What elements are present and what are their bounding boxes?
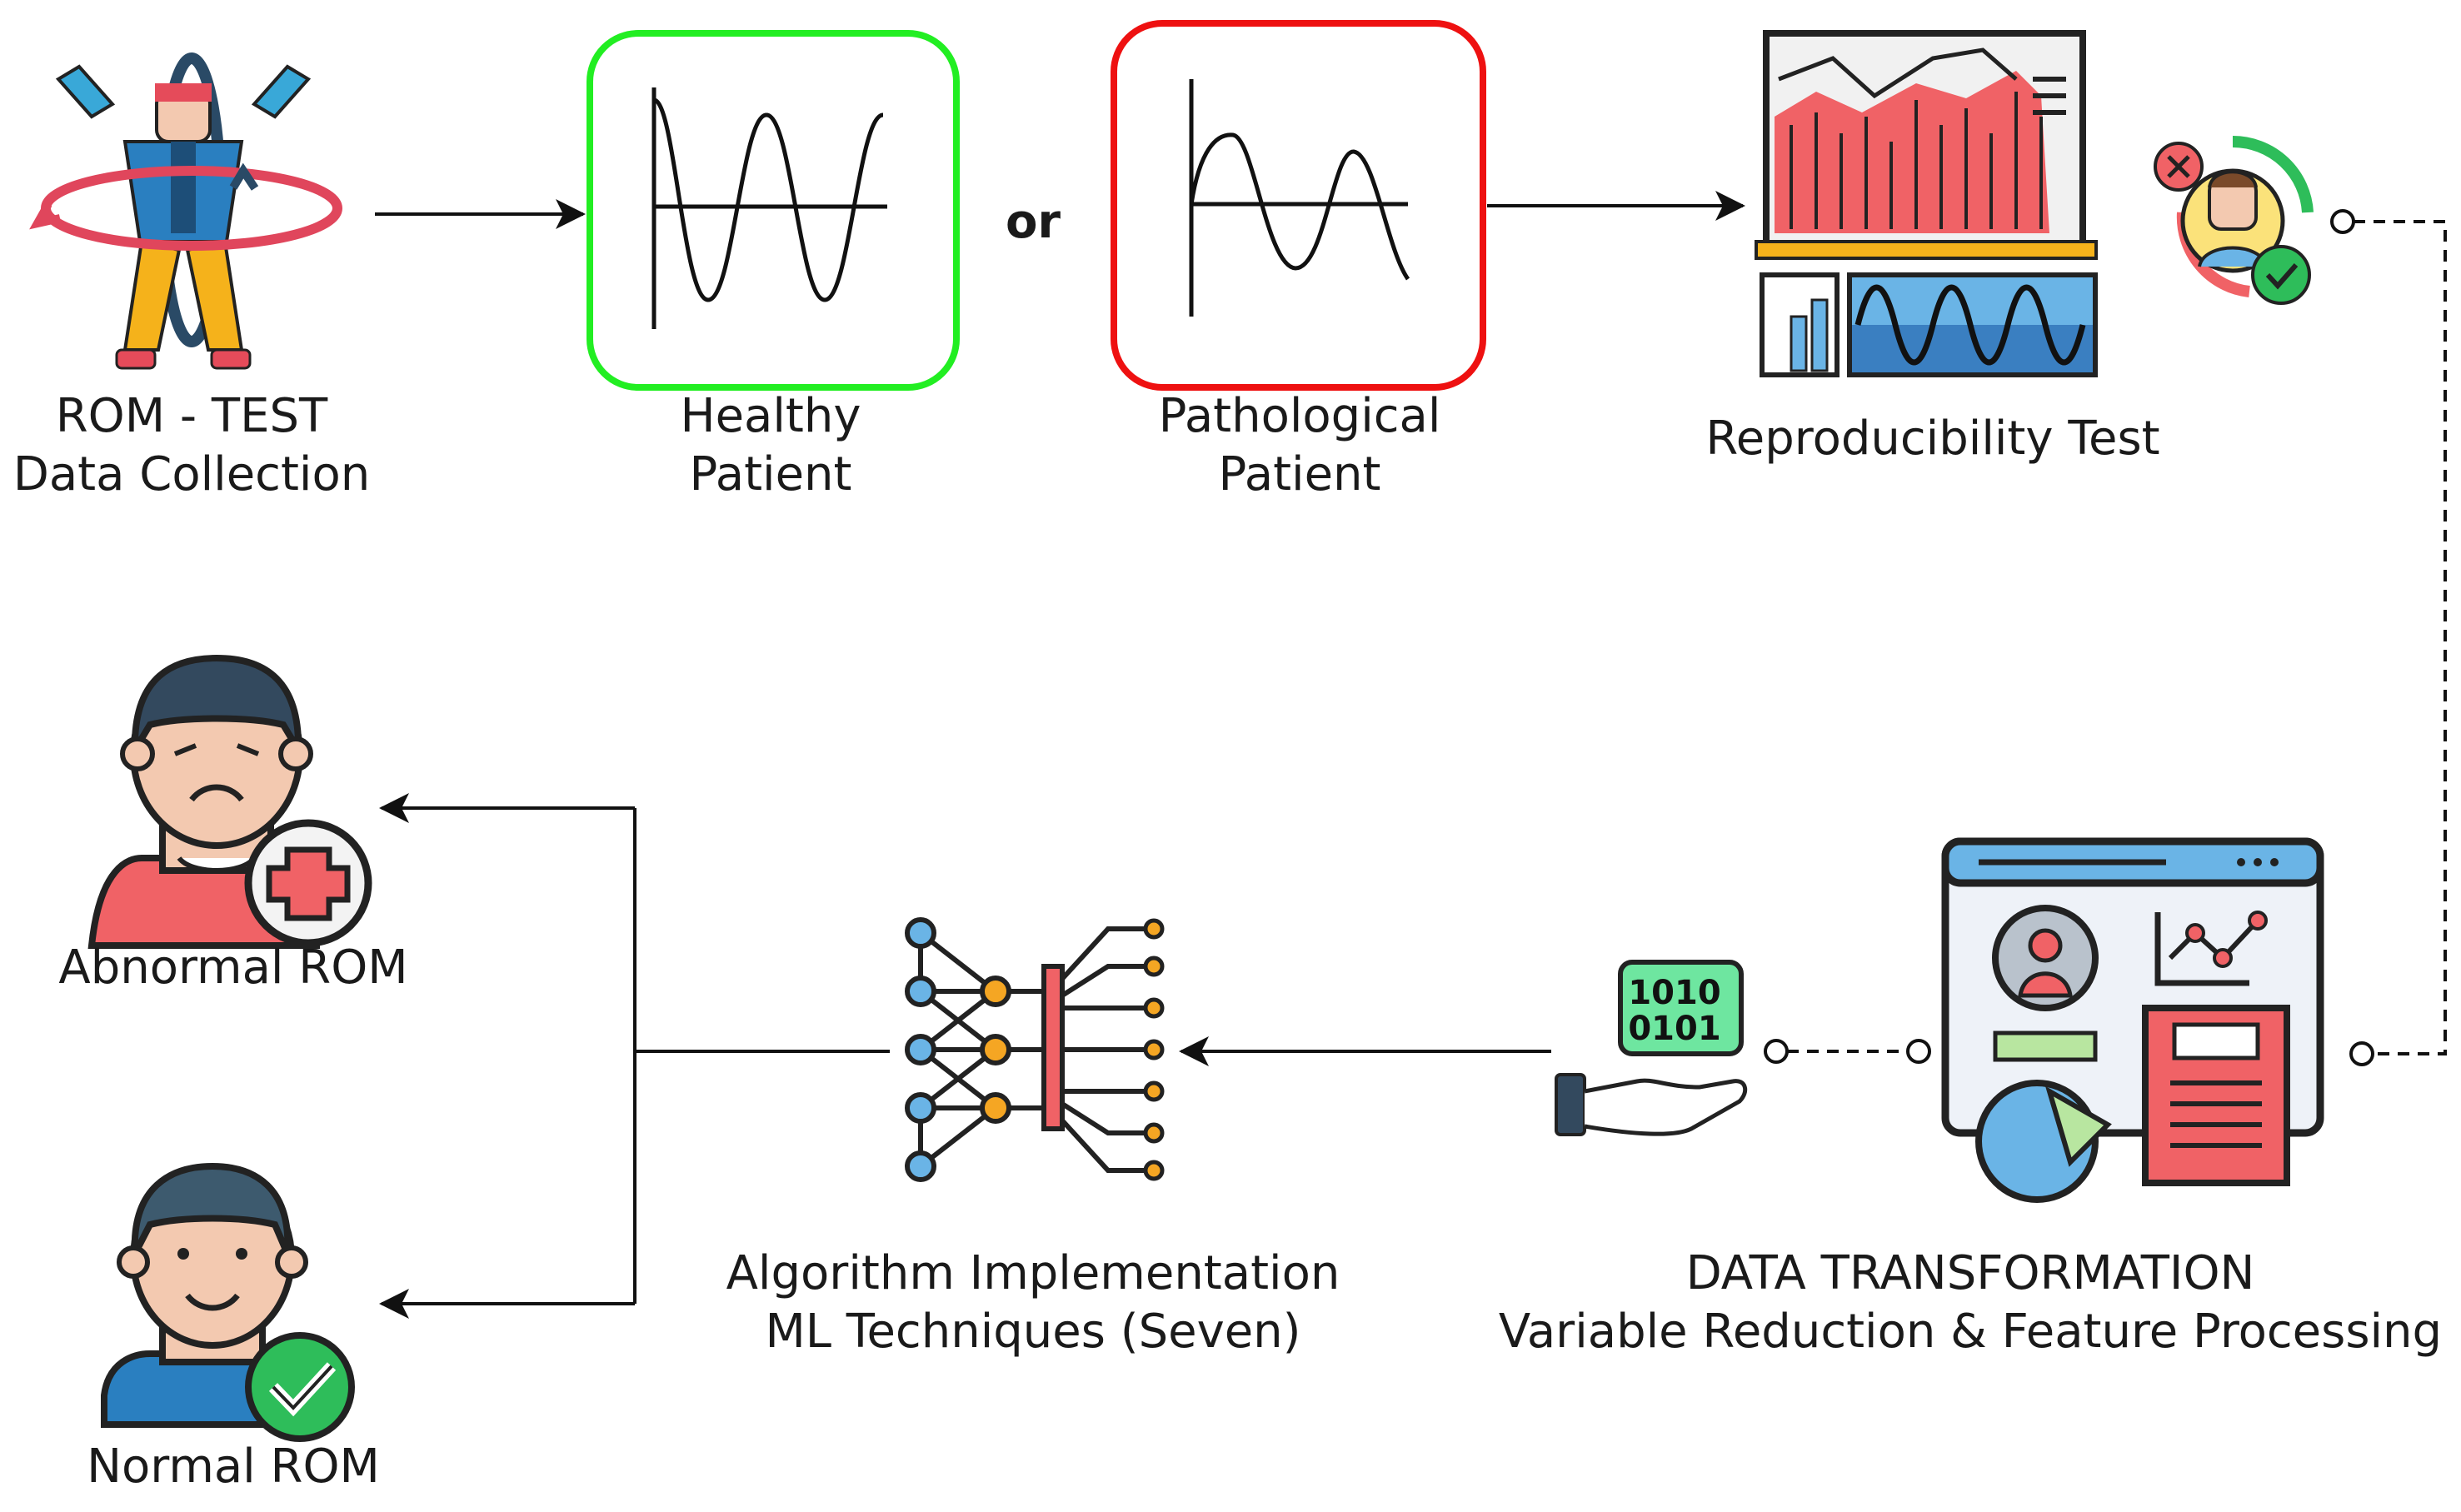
dashed-connector-right	[2354, 220, 2447, 1055]
algorithm-label: Algorithm Implementation ML Techniques (…	[691, 1245, 1375, 1361]
rom-test-line-2: Data Collection	[12, 447, 371, 502]
reproducibility-line: Reproducibility Test	[1705, 412, 2160, 466]
happy-patient-icon	[101, 1162, 355, 1442]
connector-node	[2330, 209, 2355, 234]
abnormal-line: Abnormal ROM	[58, 941, 408, 995]
algorithm-line-2: ML Techniques (Seven)	[765, 1305, 1301, 1359]
or-label: or	[1006, 195, 1061, 249]
healthy-line-2: Patient	[689, 447, 852, 502]
normal-rom-label: Normal ROM	[33, 1438, 433, 1496]
rotation-figure-icon	[29, 52, 342, 370]
healthy-line-1: Healthy	[680, 389, 861, 443]
pathological-signal-icon	[1111, 20, 1486, 391]
pathological-patient-label: Pathological Patient	[1112, 387, 1487, 504]
algorithm-line-1: Algorithm Implementation	[726, 1246, 1340, 1300]
sad-patient-icon	[87, 654, 372, 949]
neural-network-icon	[905, 917, 1165, 1182]
connector-node	[1906, 1039, 1931, 1064]
healthy-patient-label: Healthy Patient	[583, 387, 958, 504]
pathological-line-2: Patient	[1218, 447, 1381, 502]
reproducibility-test-label: Reproducibility Test	[1666, 410, 2199, 468]
chart-board-icon	[1755, 30, 2098, 377]
abnormal-rom-label: Abnormal ROM	[33, 939, 433, 997]
normal-line: Normal ROM	[87, 1440, 380, 1494]
data-dashboard-icon	[1941, 837, 2324, 1203]
rom-test-label: ROM - TEST Data Collection	[0, 387, 383, 504]
binary-line-1: 1010	[1628, 974, 1720, 1012]
connectors	[375, 191, 2447, 1319]
connector-node	[2349, 1041, 2374, 1066]
rom-test-line-1: ROM - TEST	[55, 389, 328, 443]
pathological-line-1: Pathological	[1158, 389, 1441, 443]
connector-node	[1764, 1039, 1789, 1064]
check-cycle-icon	[2154, 135, 2314, 305]
transformation-line-1: DATA TRANSFORMATION	[1685, 1246, 2255, 1300]
healthy-signal-icon	[587, 30, 960, 391]
binary-line-2: 0101	[1628, 1010, 1720, 1048]
binary-hand-icon: 1010 0101	[1555, 960, 1748, 1136]
transformation-line-2: Variable Reduction & Feature Processing	[1498, 1305, 2443, 1359]
data-transformation-label: DATA TRANSFORMATION Variable Reduction &…	[1491, 1245, 2449, 1361]
